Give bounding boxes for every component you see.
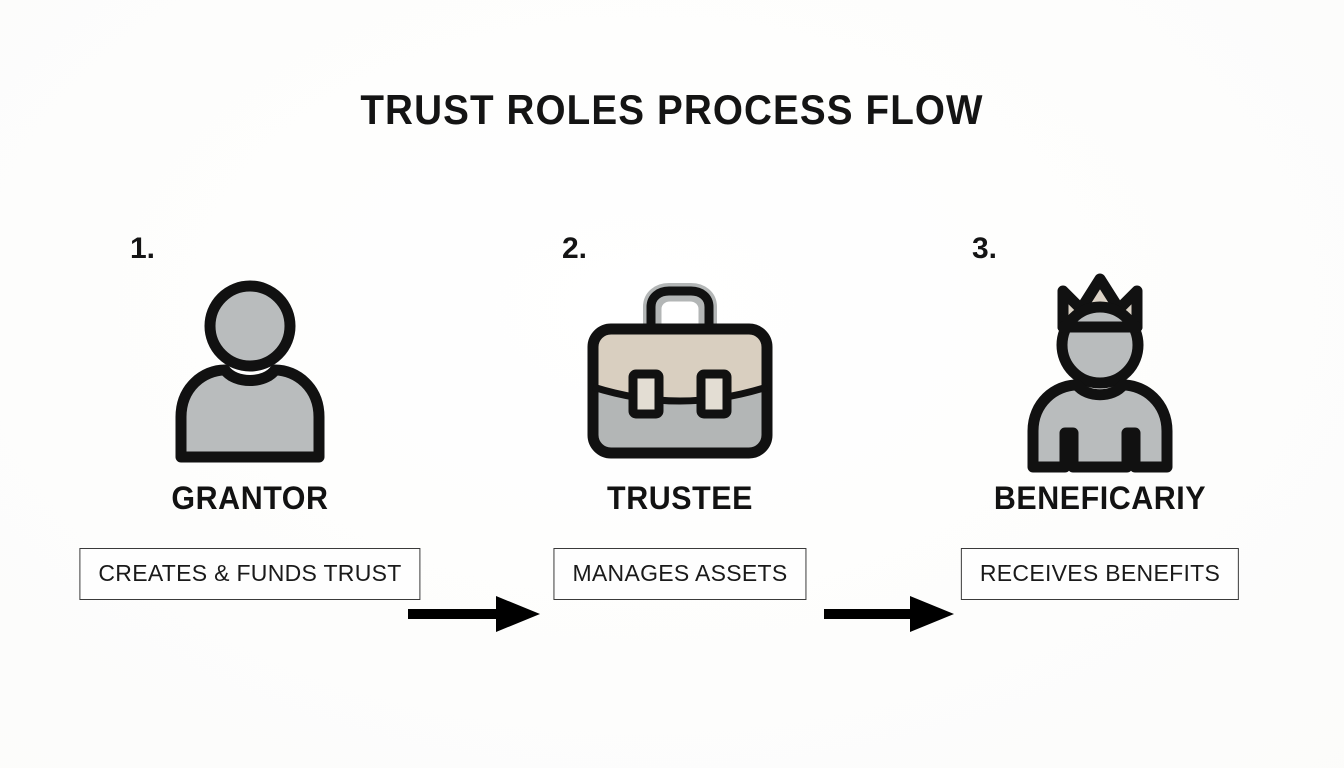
process-step-grantor: 1. GRANTOR CREATES & FUNDS TRUST — [60, 228, 440, 628]
step-icon-container — [490, 272, 870, 472]
step-icon-container — [910, 272, 1290, 473]
crowned-person-icon — [1027, 273, 1173, 473]
process-step-trustee: 2. — [490, 228, 870, 628]
process-steps: 1. GRANTOR CREATES & FUNDS TRUST 2. — [0, 228, 1344, 632]
step-label: TRUSTEE — [607, 480, 753, 516]
page-title: TRUST ROLES PROCESS FLOW — [360, 86, 984, 133]
step-description-box: RECEIVES BENEFITS — [960, 548, 1240, 600]
step-number: 1. — [130, 232, 156, 265]
step-number: 3. — [972, 232, 998, 265]
step-icon-container — [60, 272, 440, 472]
arrow-right-icon — [408, 596, 540, 632]
step-number: 2. — [562, 232, 588, 265]
step-label: GRANTOR — [171, 480, 329, 516]
step-label: BENEFICARIY — [993, 480, 1207, 516]
process-step-beneficiary: 3. BENEFICARIY RECEIVES BENEFITS — [910, 228, 1290, 628]
arrow-right-icon — [824, 596, 954, 632]
step-description-box: MANAGES ASSETS — [553, 548, 807, 600]
step-description-box: CREATES & FUNDS TRUST — [79, 548, 421, 600]
person-icon — [175, 280, 325, 463]
briefcase-icon — [587, 283, 773, 459]
